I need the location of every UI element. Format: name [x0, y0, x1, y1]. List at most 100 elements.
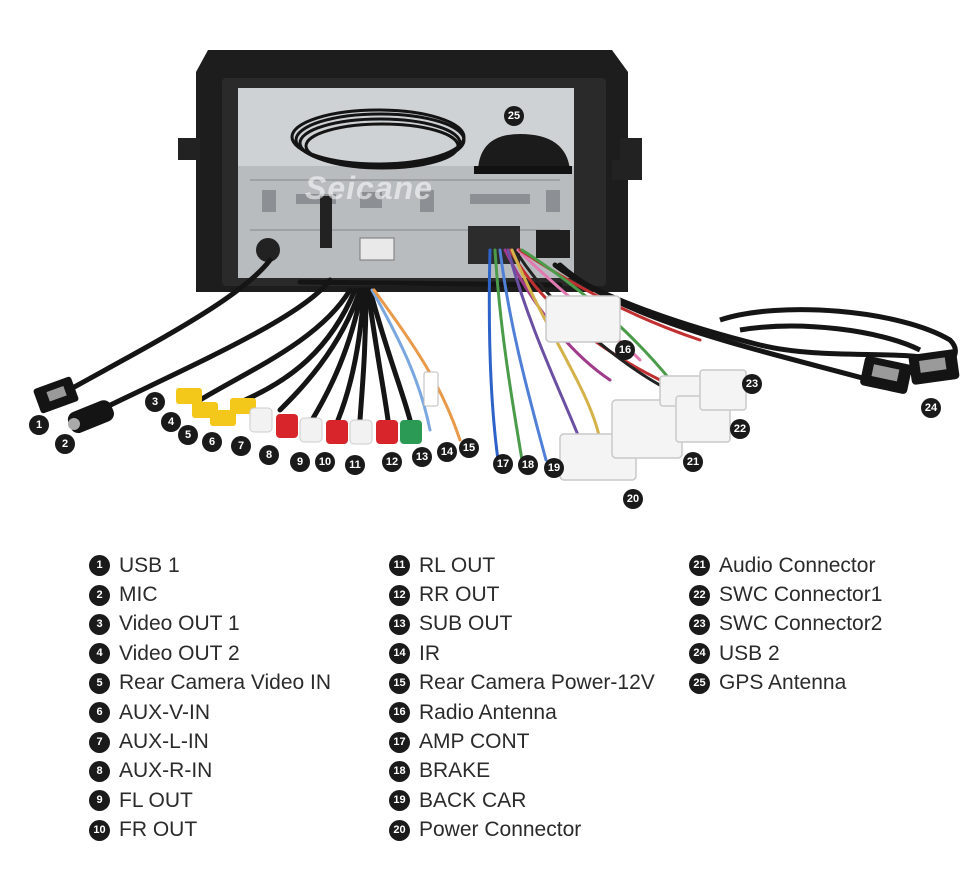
rca-plugs	[176, 371, 439, 445]
legend-item-video-out-2: 4 Video OUT 2	[89, 639, 331, 668]
callout-1: 1	[29, 415, 49, 435]
legend-number: 6	[89, 702, 110, 724]
legend-number: 18	[389, 760, 410, 782]
callout-7: 7	[231, 436, 251, 456]
legend-number: 17	[389, 731, 410, 753]
callout-19: 19	[544, 458, 564, 478]
legend-number: 2	[89, 584, 110, 606]
legend-label: Video OUT 1	[119, 612, 240, 636]
legend-number: 3	[89, 613, 110, 635]
callout-layer: 1 2 3 4 5 6 7 8 9 10 11 12 13 14 15 16 1…	[29, 106, 941, 509]
callout-13: 13	[412, 447, 432, 467]
legend-number: 16	[389, 702, 410, 724]
legend-number: 11	[389, 555, 410, 577]
legend-number: 9	[89, 790, 110, 812]
callout-2: 2	[55, 434, 75, 454]
legend-label: USB 2	[719, 641, 780, 665]
legend-label: AUX-V-IN	[119, 700, 211, 724]
legend-item-rr-out: 12 RR OUT	[389, 580, 655, 609]
legend-number: 1	[89, 555, 110, 577]
legend-label: SWC Connector2	[719, 612, 883, 636]
legend-item-aux-v-in: 6 AUX-V-IN	[89, 698, 331, 727]
legend-label: AMP CONT	[419, 730, 530, 754]
callout-14: 14	[437, 442, 457, 462]
legend-label: BRAKE	[419, 759, 491, 783]
legend-item-usb-2: 24 USB 2	[689, 639, 882, 668]
callout-17: 17	[493, 454, 513, 474]
legend-item-aux-r-in: 8 AUX-R-IN	[89, 757, 331, 786]
callout-8: 8	[259, 445, 279, 465]
callout-18: 18	[518, 455, 538, 475]
callout-5: 5	[178, 425, 198, 445]
legend-number: 15	[389, 672, 410, 694]
legend-item-sub-out: 13 SUB OUT	[389, 610, 655, 639]
legend-label: FR OUT	[119, 818, 198, 842]
legend-label: RL OUT	[419, 553, 496, 577]
callout-24: 24	[921, 398, 941, 418]
legend-label: BACK CAR	[419, 788, 527, 812]
callout-11: 11	[345, 455, 365, 475]
legend-label: USB 1	[119, 553, 180, 577]
callout-20: 20	[623, 489, 643, 509]
callout-9: 9	[290, 452, 310, 472]
legend-item-amp-cont: 17 AMP CONT	[389, 727, 655, 756]
callout-25: 25	[504, 106, 524, 126]
legend-item-rear-camera-power: 15 Rear Camera Power-12V	[389, 669, 655, 698]
legend-label: SWC Connector1	[719, 583, 883, 607]
callout-21: 21	[683, 452, 703, 472]
brand-watermark: Seicane	[305, 170, 433, 206]
legend-label: RR OUT	[419, 583, 500, 607]
legend-number: 14	[389, 643, 410, 665]
legend-item-power-connector: 20 Power Connector	[389, 816, 655, 845]
legend-number: 19	[389, 790, 410, 812]
callout-6: 6	[202, 432, 222, 452]
legend-label: Power Connector	[419, 818, 582, 842]
legend-label: SUB OUT	[419, 612, 513, 636]
legend-number: 20	[389, 819, 410, 841]
legend-item-usb-1: 1 USB 1	[89, 551, 331, 580]
legend-label: AUX-R-IN	[119, 759, 213, 783]
callout-23: 23	[742, 374, 762, 394]
legend-number: 23	[689, 613, 710, 635]
legend-item-mic: 2 MIC	[89, 580, 331, 609]
legend-item-rear-camera-video-in: 5 Rear Camera Video IN	[89, 669, 331, 698]
legend-number: 5	[89, 672, 110, 694]
legend-item-radio-antenna: 16 Radio Antenna	[389, 698, 655, 727]
callout-3: 3	[145, 392, 165, 412]
white-connectors	[545, 295, 747, 481]
legend-number: 7	[89, 731, 110, 753]
legend-number: 10	[89, 819, 110, 841]
legend-item-brake: 18 BRAKE	[389, 757, 655, 786]
callout-22: 22	[730, 419, 750, 439]
callout-12: 12	[382, 452, 402, 472]
wiring-harness	[57, 248, 943, 462]
legend-label: Video OUT 2	[119, 641, 240, 665]
legend-number: 24	[689, 643, 710, 665]
legend-label: Rear Camera Video IN	[119, 671, 332, 695]
product-photo	[33, 50, 960, 481]
legend-item-video-out-1: 3 Video OUT 1	[89, 610, 331, 639]
callout-15: 15	[459, 438, 479, 458]
callout-10: 10	[315, 452, 335, 472]
legend-item-fr-out: 10 FR OUT	[89, 816, 331, 845]
legend-number: 12	[389, 584, 410, 606]
legend-number: 22	[689, 584, 710, 606]
legend-item-rl-out: 11 RL OUT	[389, 551, 655, 580]
legend-label: MIC	[119, 583, 158, 607]
callout-16: 16	[615, 340, 635, 360]
legend-label: Audio Connector	[719, 553, 876, 577]
legend-label: Rear Camera Power-12V	[419, 671, 655, 695]
legend-item-swc-connector2: 23 SWC Connector2	[689, 610, 882, 639]
callout-4: 4	[161, 412, 181, 432]
legend-item-swc-connector1: 22 SWC Connector1	[689, 580, 882, 609]
legend-number: 13	[389, 613, 410, 635]
legend-number: 21	[689, 555, 710, 577]
legend-number: 8	[89, 760, 110, 782]
legend-number: 4	[89, 643, 110, 665]
legend-label: Radio Antenna	[419, 700, 557, 724]
